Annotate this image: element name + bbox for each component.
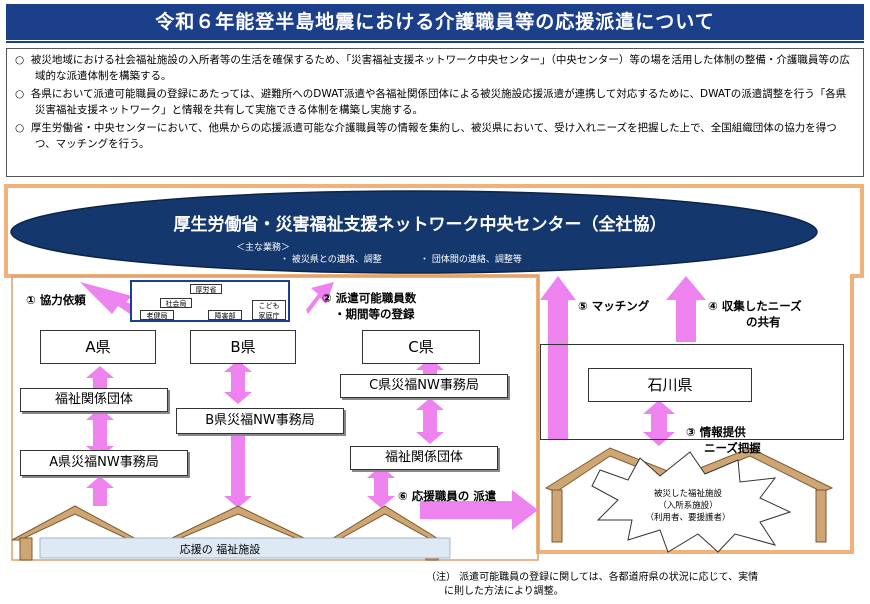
arrow-a-pref [86, 366, 114, 378]
nw-office-c: C県災福NW事務局 [340, 374, 508, 398]
footnote-line2: に則した方法により調整。 [444, 586, 564, 597]
prefecture-c: C県 [362, 330, 480, 364]
org-disability-dept: 障害部 [208, 310, 242, 320]
prefecture-a: A県 [40, 330, 156, 364]
arrow-needs-share [676, 300, 696, 342]
nw-office-b: B県災福NW事務局 [176, 408, 344, 434]
task-item: ・ 被災県との連絡、調整 [280, 255, 382, 265]
org-children-agency: こども 家庭庁 [252, 300, 286, 320]
intro-item-2: ○ 各県において派遣可能職員の登録にあたっては、避難所へのDWAT派遣や各福祉関… [15, 87, 855, 118]
arrow-registration [306, 282, 334, 314]
step2-label-line2: ・期間等の登録 [334, 307, 415, 321]
affected-line2: （入所系施設） [658, 501, 718, 511]
intro-box: ○ 被災地域における社会福祉施設の入所者等の生活を確保するため、「災害福祉支援ネ… [6, 48, 864, 177]
prefecture-b: B県 [190, 330, 296, 364]
arrow-c-pref [416, 358, 444, 370]
house-roof [167, 505, 309, 541]
affected-line3: （利用者、要援護者） [645, 513, 731, 523]
arrow-matching [548, 300, 568, 440]
dispatching-area-frame [11, 275, 539, 561]
support-facility-box [39, 537, 451, 559]
arrow-request [80, 282, 145, 318]
tasks-heading: ＜主な業務＞ [236, 243, 291, 253]
welfare-groups-c: 福祉関係団体 [350, 446, 498, 470]
org-social-bureau: 社会局 [160, 298, 192, 308]
ishikawa-frame [540, 344, 844, 440]
bullet: ○ [15, 122, 25, 134]
step6-label: ⑥ 応援職員の 派遣 [398, 489, 497, 503]
footnote-line1: （注） 派遣可能職員の登録に関しては、各都道府県の状況に応じて、実情 [426, 572, 759, 583]
step2-label-line1: ② 派遣可能職員数 [322, 291, 417, 305]
bullet: ○ [15, 88, 25, 100]
step4-label-line2: の共有 [746, 315, 781, 329]
nw-office-a: A県災福NW事務局 [20, 450, 188, 476]
welfare-groups-a: 福祉関係団体 [20, 388, 168, 412]
org-children-line2: 家庭庁 [258, 312, 280, 320]
org-mhlw: 厚労省 [190, 284, 222, 294]
prefecture-ishikawa: 石川県 [588, 368, 752, 402]
house-roof [11, 505, 139, 541]
center-title: 厚生労働省・災害福祉支援ネットワーク中央センター（全社協） [173, 215, 667, 235]
task-item: ・ 団体間の連絡、調整等 [420, 255, 522, 265]
org-children-line1: こども [258, 302, 280, 310]
title-underline [6, 41, 864, 43]
step3-label-line2: ニーズ把握 [704, 441, 761, 455]
bullet: ○ [15, 54, 25, 66]
step1-label: ① 協力依頼 [26, 293, 86, 307]
intro-text: 厚生労働省・中央センターにおいて、他県からの応援派遣可能な介護職員等の情報を集約… [30, 122, 837, 150]
arrow-b-pref [224, 360, 252, 372]
support-facility-label: 応援の 福祉施設 [179, 543, 261, 556]
affected-facility-burst [591, 451, 792, 553]
arrow-dispatch [512, 490, 538, 530]
step4-label-line1: ④ 収集したニーズ [708, 299, 802, 313]
arrow-info [643, 400, 675, 414]
intro-item-3: ○ 厚生労働省・中央センターにおいて、他県からの応援派遣可能な介護職員等の情報を… [15, 121, 855, 152]
arrow-a-facility [86, 476, 114, 488]
arrow-c-facility [367, 466, 395, 478]
intro-item-1: ○ 被災地域における社会福祉施設の入所者等の生活を確保するため、「災害福祉支援ネ… [15, 53, 855, 84]
affected-facility-label: 被災した福祉施設 （入所系施設） （利用者、要援護者） [620, 488, 756, 524]
page-title: 令和６年能登半島地震における介護職員等の応援派遣について [6, 4, 864, 40]
affected-line1: 被災した福祉施設 [653, 489, 722, 499]
step3-label-line1: ③ 情報提供 [686, 425, 746, 439]
org-health-bureau: 老健局 [140, 310, 174, 320]
central-center-ellipse [10, 190, 818, 274]
intro-text: 被災地域における社会福祉施設の入所者等の生活を確保するため、「災害福祉支援ネット… [30, 54, 850, 82]
step5-label: ⑤ マッチング [578, 299, 650, 313]
intro-text: 各県において派遣可能職員の登録にあたっては、避難所へのDWAT派遣や各福祉関係団… [30, 88, 847, 116]
